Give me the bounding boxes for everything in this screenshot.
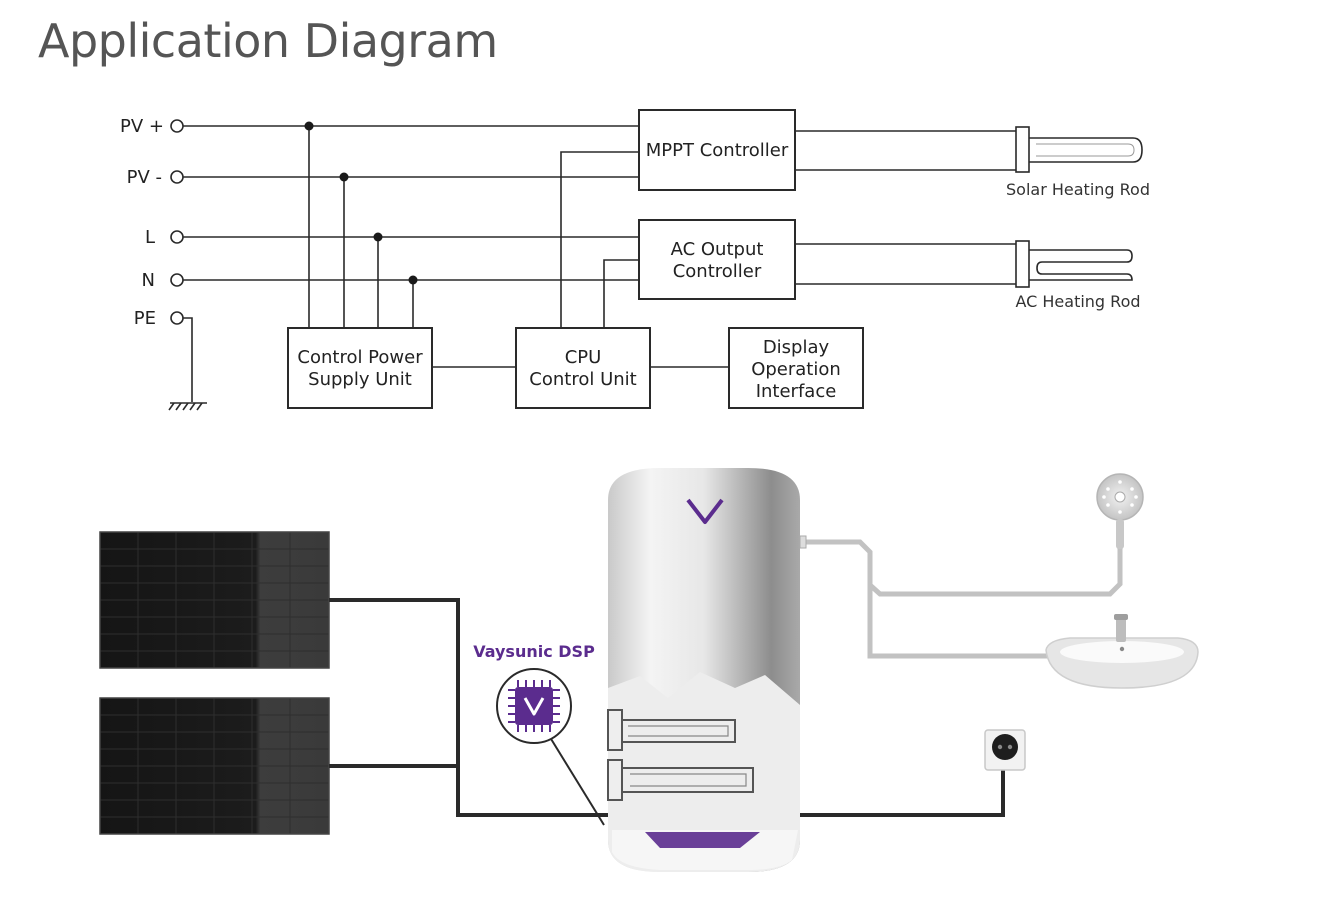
dsp-label: Vaysunic DSP <box>473 642 595 661</box>
mppt-controller-block <box>638 109 796 191</box>
dsp-pointer <box>547 733 605 826</box>
ground-icon <box>168 402 207 411</box>
control-power-supply-block <box>287 327 433 409</box>
label-l: L <box>145 227 155 248</box>
terminal-pe <box>170 311 184 325</box>
system-illustration: Vaysunic DSP <box>99 468 1199 872</box>
label-pe: PE <box>134 308 156 329</box>
water-pipes <box>803 539 1123 659</box>
solar-cables <box>329 598 612 817</box>
shower-head-icon <box>1096 473 1144 549</box>
dsp-chip-icon <box>496 668 572 744</box>
display-operation-block <box>728 327 864 409</box>
label-pv-minus: PV - <box>127 167 162 188</box>
power-cable <box>800 752 1005 817</box>
ac-output-controller-label-2: Controller <box>673 261 762 282</box>
display-label-3: Interface <box>756 381 837 402</box>
cpu-label-1: CPU <box>565 347 602 368</box>
tank-heating-rods <box>607 709 754 801</box>
ac-heating-rod-icon <box>1015 240 1133 288</box>
label-pv-plus: PV + <box>120 116 164 137</box>
brand-logo <box>686 498 724 524</box>
terminal-pv-minus <box>170 170 184 184</box>
terminal-pv-plus <box>170 119 184 133</box>
label-n: N <box>142 270 155 291</box>
control-power-label-2: Supply Unit <box>308 369 412 390</box>
ac-output-controller-block <box>638 219 796 300</box>
schematic <box>168 109 1143 411</box>
solar-heating-rod-caption: Solar Heating Rod <box>1006 180 1150 199</box>
solar-panel-bottom <box>99 697 330 835</box>
control-power-label-1: Control Power <box>297 347 423 368</box>
mppt-controller-label: MPPT Controller <box>646 140 789 161</box>
cpu-label-2: Control Unit <box>529 369 636 390</box>
solar-heating-rod-icon <box>1015 126 1143 173</box>
terminal-n <box>170 273 184 287</box>
solar-panel-top <box>99 531 330 669</box>
pe-wire <box>183 317 193 402</box>
sink-icon <box>1045 614 1199 689</box>
page-title: Application Diagram <box>38 14 498 68</box>
terminal-l <box>170 230 184 244</box>
water-heater-tank <box>608 468 807 872</box>
junction-dots <box>304 121 418 285</box>
ac-heating-rod-caption: AC Heating Rod <box>1015 292 1140 311</box>
cpu-control-unit-block <box>515 327 651 409</box>
display-label-2: Operation <box>751 359 841 380</box>
wall-socket-icon <box>984 729 1026 771</box>
display-label-1: Display <box>763 337 830 358</box>
ac-output-controller-label-1: AC Output <box>671 239 764 260</box>
